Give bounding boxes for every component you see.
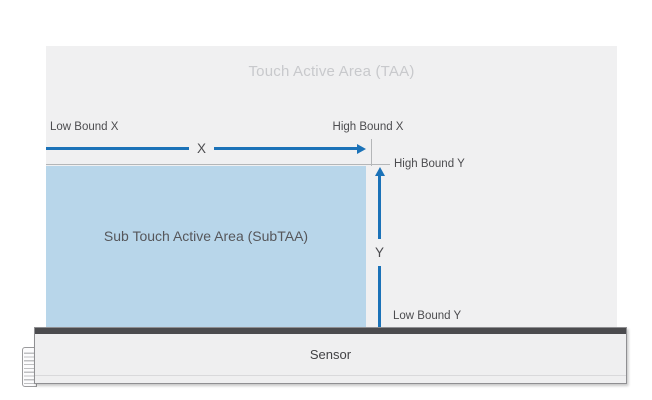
sensor: Sensor — [34, 327, 627, 384]
y-dimension-arrow: Y — [371, 167, 388, 329]
y-arrow-line-top — [378, 176, 381, 239]
low-bound-y-label: Low Bound Y — [393, 310, 462, 322]
connector-ridges-icon — [24, 350, 35, 384]
x-arrow-line-right — [214, 147, 358, 150]
low-bound-x-label: Low Bound X — [50, 121, 119, 133]
high-bound-y-tick-line — [46, 164, 390, 166]
high-bound-x-label: High Bound X — [332, 121, 404, 133]
subtaa-title: Sub Touch Active Area (SubTAA) — [103, 228, 309, 244]
x-arrow-line-left — [46, 147, 189, 150]
sensor-bottom-strip — [35, 376, 626, 383]
x-axis-label: X — [197, 140, 207, 156]
arrowhead-up-icon — [374, 167, 385, 176]
high-bound-x-tick-line — [371, 139, 373, 166]
x-dimension-arrow: X — [46, 140, 367, 157]
arrowhead-right-icon — [357, 143, 367, 154]
y-axis-label: Y — [374, 244, 384, 260]
y-arrow-line-bottom — [378, 266, 381, 329]
high-bound-y-label: High Bound Y — [394, 158, 465, 170]
subtaa-region — [46, 166, 366, 330]
taa-title: Touch Active Area (TAA) — [248, 63, 415, 80]
sensor-label: Sensor — [35, 334, 626, 376]
sensor-top-bar — [35, 328, 626, 334]
